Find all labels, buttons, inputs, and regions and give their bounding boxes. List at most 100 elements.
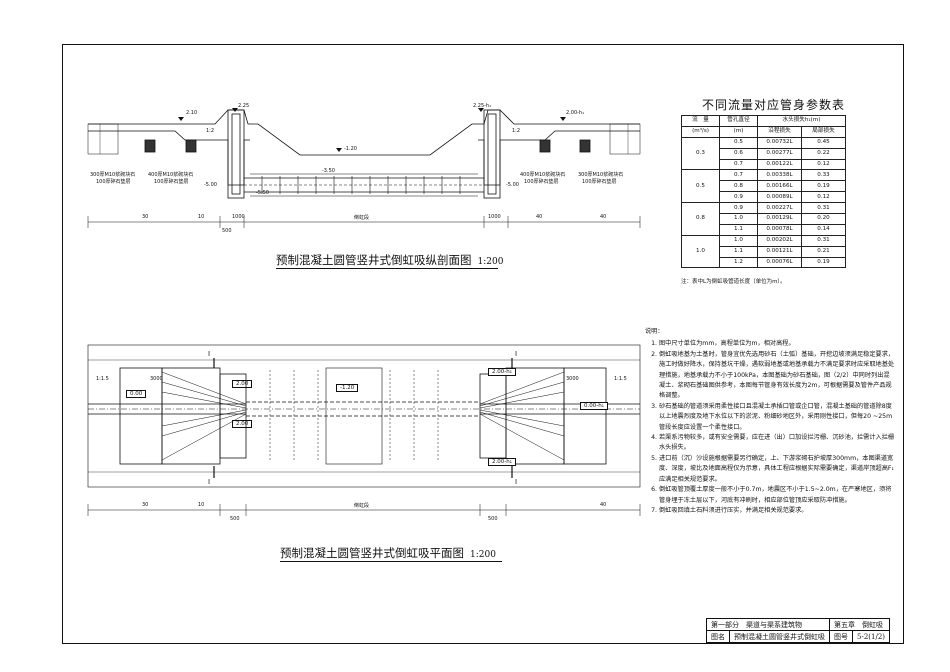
param-flow-cell: 0.8 bbox=[681, 202, 720, 236]
plan-drawing bbox=[87, 344, 641, 516]
plan-dim-3000-left: 3000 bbox=[150, 376, 163, 382]
param-table-note: 注：表中L为倒虹吸管道长度（单位为m）。 bbox=[681, 279, 786, 285]
note-item: 倒虹吸管顶覆土厚度一般不小于0.7m，地震区不小于1.5~2.0m，在严寒地区，… bbox=[659, 485, 895, 506]
plan-right-box-top: 2.00-h₁ bbox=[488, 368, 516, 376]
plan-slope-left: 1:1.5 bbox=[96, 376, 109, 382]
note-item: 砂石基础的管道须采用柔性接口且混凝土承插口管或企口管，混凝土基础的管道除8度以上… bbox=[659, 402, 895, 433]
profile-dim-1000: 1000 bbox=[232, 214, 245, 220]
profile-scale: 1:200 bbox=[477, 257, 504, 267]
profile-dim-10: 10 bbox=[198, 214, 205, 220]
param-along-cell: 0.00227L bbox=[757, 202, 802, 215]
profile-right-elev-1: 2.25-h₁ bbox=[473, 103, 492, 109]
notes-heading: 说明： bbox=[645, 328, 664, 335]
note-item: 倒虹吸地基为土基时，管身宜优先选用砂石（土弧）基础，开挖边坡须满足稳定要求，施工… bbox=[659, 350, 895, 402]
profile-left-elev-1: 2.10 bbox=[186, 110, 198, 116]
param-along-cell: 0.00122L bbox=[757, 158, 802, 171]
profile-dim-1000-right: 1000 bbox=[488, 214, 501, 220]
profile-title: 预制混凝土圆管竖井式倒虹吸纵剖面图 1:200 bbox=[276, 252, 503, 268]
profile-dim-500: 500 bbox=[222, 228, 232, 234]
plan-right-box-mid: 0.00-h₁ bbox=[580, 402, 608, 410]
param-d-cell: 0.5 bbox=[719, 136, 758, 149]
profile-left-note-b1: 400厚M10浆砌块石 bbox=[148, 172, 194, 178]
plan-dim-40: 40 bbox=[600, 502, 607, 508]
plan-dim-10: 10 bbox=[198, 502, 205, 508]
param-along-cell: 0.00089L bbox=[757, 191, 802, 204]
param-table-title: 不同流量对应管身参数表 bbox=[702, 98, 846, 112]
sheet-frame bbox=[62, 44, 904, 644]
param-local-cell: 0.12 bbox=[801, 191, 846, 204]
plan-center-box: -1.20 bbox=[336, 384, 359, 392]
plan-section-mark-bot-right: Ⅰ bbox=[515, 478, 518, 486]
title-block-name: 预制混凝土圆管竖井式倒虹吸 bbox=[729, 630, 830, 643]
profile-left-low: -5.00 bbox=[204, 182, 217, 188]
param-along-cell: 0.00121L bbox=[757, 245, 802, 258]
note-item: 倒虹吸回填土石料须进行压实，并满足相关规范要求。 bbox=[659, 506, 895, 516]
param-header-local: 局部损失 bbox=[801, 125, 846, 138]
plan-left-box-mid: 0.00 bbox=[126, 390, 147, 398]
param-along-cell: 0.00129L bbox=[757, 213, 802, 225]
design-notes: 说明： 图中尺寸单位为mm，高程单位为m，相对高程。倒虹吸地基为土基时，管身宜优… bbox=[645, 327, 895, 516]
profile-title-underline bbox=[276, 268, 498, 269]
notes-list: 图中尺寸单位为mm，高程单位为m，相对高程。倒虹吸地基为土基时，管身宜优先选用砂… bbox=[645, 339, 895, 516]
plan-slope-right: 1:1.5 bbox=[614, 376, 627, 382]
profile-right-note-a2: 100厚碎石垫层 bbox=[524, 179, 559, 185]
profile-dim-40: 40 bbox=[536, 214, 543, 220]
profile-slope-right: 1:2 bbox=[512, 128, 521, 134]
profile-left-elev-2: 2.25 bbox=[238, 103, 250, 109]
plan-scale: 1:200 bbox=[470, 550, 496, 560]
param-flow-cell: 0.5 bbox=[681, 169, 720, 204]
title-block-part: 第一部分 渠道与渠系建筑物 bbox=[706, 618, 830, 631]
param-local-cell: 0.21 bbox=[801, 245, 846, 258]
param-d-cell: 1.2 bbox=[719, 256, 758, 269]
param-header-row-2: (m³/s) (m) 沿程损失 局部损失 bbox=[681, 125, 846, 138]
title-block-chapter: 第五章 倒虹吸 bbox=[829, 618, 890, 631]
param-along-cell: 0.00202L bbox=[757, 234, 802, 247]
param-along-cell: 0.00732L bbox=[757, 136, 802, 149]
profile-dim-pipe: 倒虹段 bbox=[354, 215, 370, 221]
param-along-cell: 0.00076L bbox=[757, 256, 802, 269]
profile-drawing bbox=[87, 108, 641, 228]
param-d-cell: 1.1 bbox=[719, 223, 758, 236]
plan-title-text: 预制混凝土圆管竖井式倒虹吸平面图 bbox=[280, 546, 464, 560]
param-header-row-1: 流 量 管孔直径 水头损失h₁(m) bbox=[681, 115, 846, 127]
param-header-along: 沿程损失 bbox=[757, 125, 802, 138]
param-d-cell: 0.8 bbox=[719, 180, 758, 193]
plan-dim-pipe: 倒虹段 bbox=[354, 503, 370, 509]
param-d-cell: 0.7 bbox=[719, 158, 758, 171]
profile-title-text: 预制混凝土圆管竖井式倒虹吸纵剖面图 bbox=[276, 253, 472, 267]
profile-dim-40-right: 40 bbox=[600, 214, 607, 220]
param-local-cell: 0.19 bbox=[801, 180, 846, 193]
param-along-cell: 0.00078L bbox=[757, 223, 802, 236]
param-local-cell: 0.22 bbox=[801, 147, 846, 160]
param-header-headloss: 水头损失h₁(m) bbox=[757, 115, 846, 127]
plan-dim-500: 500 bbox=[230, 516, 240, 522]
param-d-cell: 1.0 bbox=[719, 213, 758, 225]
title-block-no-label: 图号 bbox=[829, 630, 853, 643]
param-local-cell: 0.20 bbox=[801, 213, 846, 225]
plan-dim-30: 30 bbox=[142, 502, 149, 508]
param-d-cell: 0.7 bbox=[719, 169, 758, 182]
plan-dim-500-right: 500 bbox=[488, 516, 498, 522]
param-local-cell: 0.31 bbox=[801, 234, 846, 247]
plan-section-mark-bot-left: Ⅰ bbox=[208, 478, 211, 486]
plan-right-box-bot: 2.00-h₁ bbox=[488, 458, 516, 466]
param-d-cell: 0.9 bbox=[719, 191, 758, 204]
profile-right-note-b1: 300厚M10浆砌块石 bbox=[578, 172, 624, 178]
param-d-cell: 1.0 bbox=[719, 234, 758, 247]
param-header-diameter: 管孔直径 bbox=[719, 115, 758, 127]
profile-left-note-b2: 100厚碎石垫层 bbox=[154, 179, 189, 185]
note-item: 图中尺寸单位为mm，高程单位为m，相对高程。 bbox=[659, 339, 895, 349]
param-d-cell: 1.1 bbox=[719, 245, 758, 258]
profile-slope-left: 1:2 bbox=[206, 128, 215, 134]
param-d-cell: 0.6 bbox=[719, 147, 758, 160]
note-item: 若渠系污物较多，或有安全需要，应在进（出）口加设拦污栅、沉砂池，拦需计入拦栅水头… bbox=[659, 433, 895, 454]
param-local-cell: 0.45 bbox=[801, 136, 846, 149]
profile-low-elev-2: -5.50 bbox=[256, 190, 269, 196]
title-block: 第一部分 渠道与渠系建筑物 第五章 倒虹吸 图名 预制混凝土圆管竖井式倒虹吸 图… bbox=[706, 618, 890, 643]
param-header-flow-unit: (m³/s) bbox=[681, 125, 720, 138]
